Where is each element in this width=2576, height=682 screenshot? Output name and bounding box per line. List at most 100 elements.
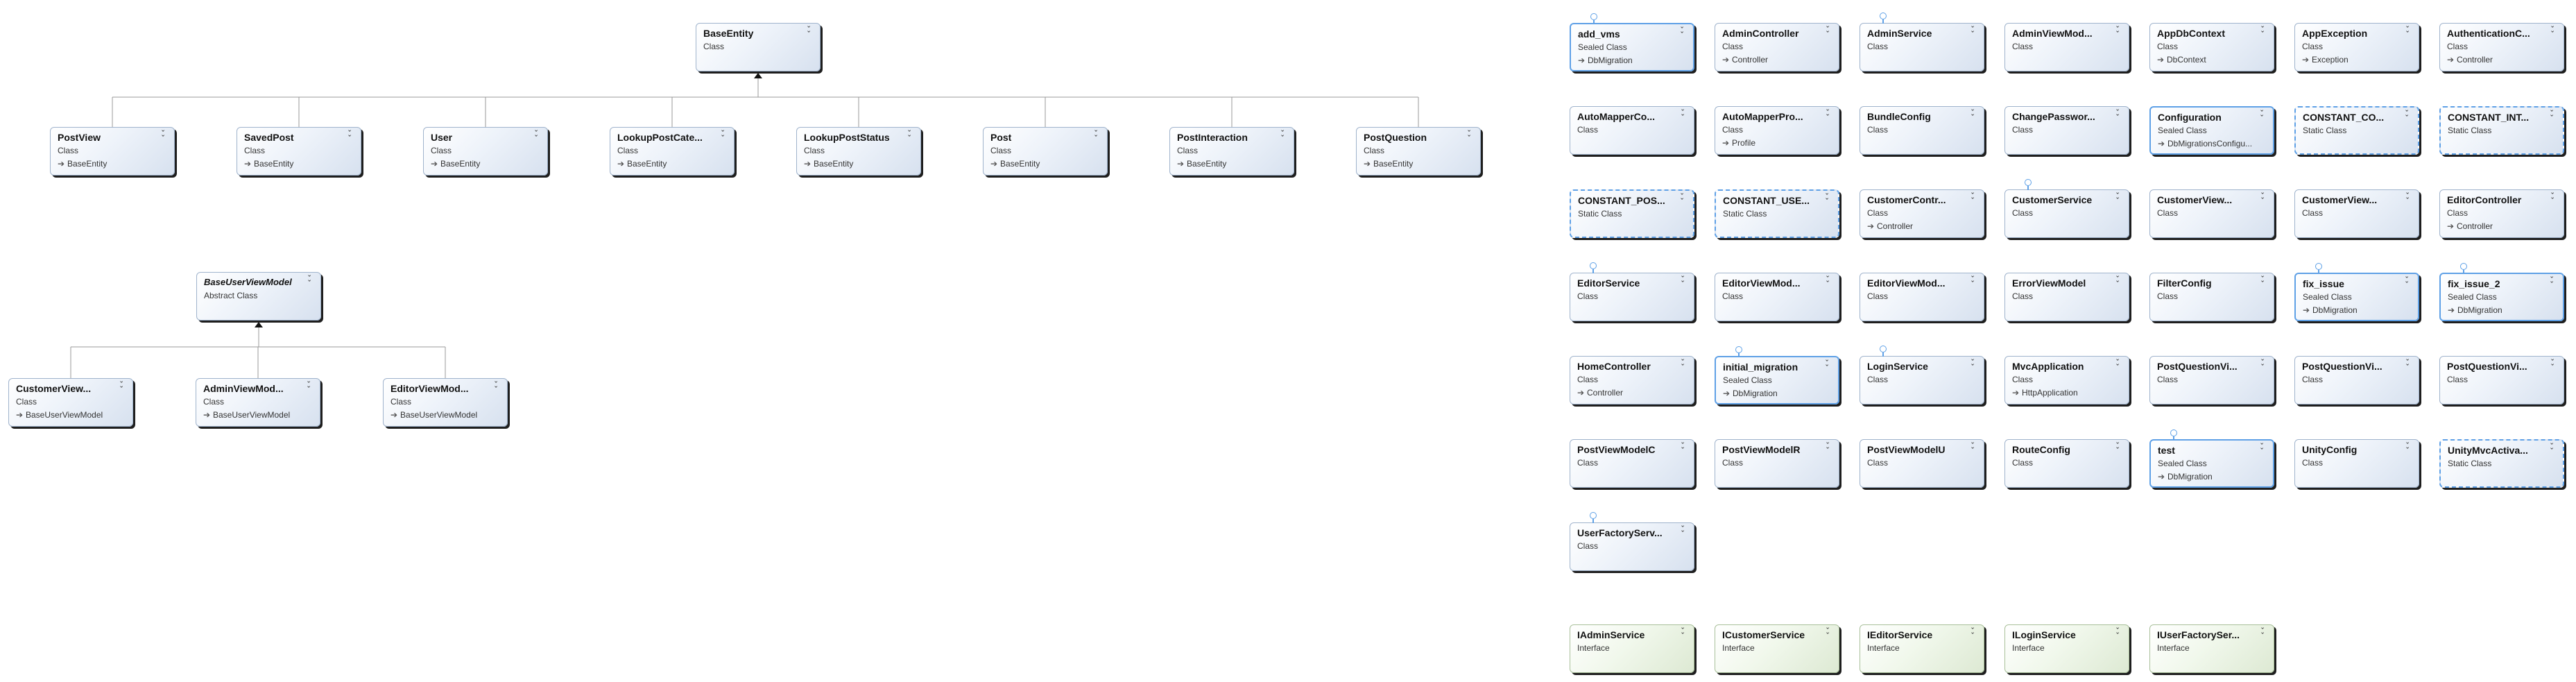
expand-chevron-icon[interactable]: ˇˇ — [1826, 26, 1829, 39]
expand-chevron-icon[interactable]: ˇˇ — [1094, 130, 1097, 143]
class-shape-postinteraction[interactable]: PostInteractionˇˇClass➔BaseEntity — [1169, 127, 1294, 176]
expand-chevron-icon[interactable]: ˇˇ — [2550, 443, 2553, 456]
class-shape-customercontr[interactable]: CustomerContr...ˇˇClass➔Controller — [1860, 189, 1984, 238]
class-shape-savedpost[interactable]: SavedPostˇˇClass➔BaseEntity — [237, 127, 361, 176]
class-shape-constant-use[interactable]: CONSTANT_USE...ˇˇStatic Class — [1715, 189, 1839, 238]
class-shape-adminservice[interactable]: AdminServiceˇˇClass — [1860, 12, 1984, 71]
class-shape-automapperco[interactable]: AutoMapperCo...ˇˇClass — [1570, 106, 1694, 155]
expand-chevron-icon[interactable]: ˇˇ — [348, 130, 351, 143]
expand-chevron-icon[interactable]: ˇˇ — [1971, 442, 1974, 455]
expand-chevron-icon[interactable]: ˇˇ — [1681, 193, 1683, 206]
expand-chevron-icon[interactable]: ˇˇ — [1971, 26, 1974, 39]
expand-chevron-icon[interactable]: ˇˇ — [1681, 275, 1684, 289]
class-shape-appdbcontext[interactable]: AppDbContextˇˇClass➔DbContext — [2149, 23, 2274, 71]
class-shape-automapperpro[interactable]: AutoMapperPro...ˇˇClass➔Profile — [1715, 106, 1839, 155]
expand-chevron-icon[interactable]: ˇˇ — [1826, 359, 1828, 373]
class-shape-postview[interactable]: PostViewˇˇClass➔BaseEntity — [50, 127, 175, 176]
interface-shape-icustomerservice[interactable]: ICustomerServiceˇˇInterface — [1715, 624, 1839, 673]
expand-chevron-icon[interactable]: ˇˇ — [535, 130, 538, 143]
class-shape-constant-int[interactable]: CONSTANT_INT...ˇˇStatic Class — [2439, 106, 2564, 155]
expand-chevron-icon[interactable]: ˇˇ — [308, 275, 311, 288]
class-shape-initial-migration[interactable]: initial_migrationˇˇSealed Class➔DbMigrat… — [1715, 346, 1839, 404]
class-shape-postquestionvi[interactable]: PostQuestionVi...ˇˇClass — [2294, 356, 2419, 404]
class-shape-postquestionvi[interactable]: PostQuestionVi...ˇˇClass — [2439, 356, 2564, 404]
class-shape-user[interactable]: UserˇˇClass➔BaseEntity — [423, 127, 548, 176]
class-shape-appexception[interactable]: AppExceptionˇˇClass➔Exception — [2294, 23, 2419, 71]
expand-chevron-icon[interactable]: ˇˇ — [2116, 627, 2119, 640]
expand-chevron-icon[interactable]: ˇˇ — [1826, 442, 1829, 455]
class-shape-changepasswor[interactable]: ChangePasswor...ˇˇClass — [2004, 106, 2129, 155]
expand-chevron-icon[interactable]: ˇˇ — [1826, 109, 1829, 122]
class-shape-loginservice[interactable]: LoginServiceˇˇClass — [1860, 346, 1984, 404]
expand-chevron-icon[interactable]: ˇˇ — [1681, 26, 1683, 40]
expand-chevron-icon[interactable]: ˇˇ — [1971, 627, 1974, 640]
class-shape-unityconfig[interactable]: UnityConfigˇˇClass — [2294, 439, 2419, 488]
class-shape-adminviewmod[interactable]: AdminViewMod...ˇˇClass➔BaseUserViewModel — [196, 378, 320, 427]
expand-chevron-icon[interactable]: ˇˇ — [2260, 110, 2263, 123]
expand-chevron-icon[interactable]: ˇˇ — [807, 26, 810, 39]
class-shape-authenticationc[interactable]: AuthenticationC...ˇˇClass➔Controller — [2439, 23, 2564, 71]
expand-chevron-icon[interactable]: ˇˇ — [2116, 442, 2119, 455]
class-shape-postviewmodelr[interactable]: PostViewModelRˇˇClass — [1715, 439, 1839, 488]
class-shape-filterconfig[interactable]: FilterConfigˇˇClass — [2149, 273, 2274, 321]
expand-chevron-icon[interactable]: ˇˇ — [1826, 193, 1828, 206]
class-shape-configuration[interactable]: ConfigurationˇˇSealed Class➔DbMigrations… — [2149, 106, 2274, 155]
class-shape-customerview[interactable]: CustomerView...ˇˇClass — [2294, 189, 2419, 238]
class-shape-post[interactable]: PostˇˇClass➔BaseEntity — [983, 127, 1108, 176]
class-shape-baseentity[interactable]: BaseEntityˇˇClass — [696, 23, 821, 71]
expand-chevron-icon[interactable]: ˇˇ — [1826, 627, 1829, 640]
expand-chevron-icon[interactable]: ˇˇ — [908, 130, 911, 143]
expand-chevron-icon[interactable]: ˇˇ — [1971, 192, 1974, 205]
expand-chevron-icon[interactable]: ˇˇ — [162, 130, 164, 143]
class-shape-test[interactable]: testˇˇSealed Class➔DbMigration — [2149, 429, 2274, 488]
expand-chevron-icon[interactable]: ˇˇ — [2261, 275, 2264, 289]
expand-chevron-icon[interactable]: ˇˇ — [1826, 275, 1829, 289]
class-shape-routeconfig[interactable]: RouteConfigˇˇClass — [2004, 439, 2129, 488]
expand-chevron-icon[interactable]: ˇˇ — [1281, 130, 1284, 143]
expand-chevron-icon[interactable]: ˇˇ — [2261, 192, 2264, 205]
class-shape-add-vms[interactable]: add_vmsˇˇSealed Class➔DbMigration — [1570, 13, 1694, 71]
expand-chevron-icon[interactable]: ˇˇ — [2550, 110, 2553, 123]
class-shape-constant-pos[interactable]: CONSTANT_POS...ˇˇStatic Class — [1570, 189, 1694, 238]
class-shape-postquestionvi[interactable]: PostQuestionVi...ˇˇClass — [2149, 356, 2274, 404]
expand-chevron-icon[interactable]: ˇˇ — [120, 381, 123, 394]
expand-chevron-icon[interactable]: ˇˇ — [1971, 109, 1974, 122]
class-shape-userfactoryserv[interactable]: UserFactoryServ...ˇˇClass — [1570, 512, 1694, 571]
expand-chevron-icon[interactable]: ˇˇ — [2261, 627, 2264, 640]
class-shape-errorviewmodel[interactable]: ErrorViewModelˇˇClass — [2004, 273, 2129, 321]
class-shape-editorviewmod[interactable]: EditorViewMod...ˇˇClass — [1860, 273, 1984, 321]
class-shape-bundleconfig[interactable]: BundleConfigˇˇClass — [1860, 106, 1984, 155]
expand-chevron-icon[interactable]: ˇˇ — [1971, 275, 1974, 289]
interface-shape-iloginservice[interactable]: ILoginServiceˇˇInterface — [2004, 624, 2129, 673]
class-shape-editorviewmod[interactable]: EditorViewMod...ˇˇClass — [1715, 273, 1839, 321]
expand-chevron-icon[interactable]: ˇˇ — [2406, 359, 2409, 372]
class-shape-baseuserviewmodel[interactable]: BaseUserViewModelˇˇAbstract Class — [196, 272, 321, 321]
class-shape-postviewmodelc[interactable]: PostViewModelCˇˇClass — [1570, 439, 1694, 488]
expand-chevron-icon[interactable]: ˇˇ — [2116, 192, 2119, 205]
expand-chevron-icon[interactable]: ˇˇ — [2551, 359, 2554, 372]
class-shape-lookuppoststatus[interactable]: LookupPostStatusˇˇClass➔BaseEntity — [796, 127, 921, 176]
interface-shape-iadminservice[interactable]: IAdminServiceˇˇInterface — [1570, 624, 1694, 673]
class-shape-postviewmodelu[interactable]: PostViewModelUˇˇClass — [1860, 439, 1984, 488]
expand-chevron-icon[interactable]: ˇˇ — [1971, 359, 1974, 372]
expand-chevron-icon[interactable]: ˇˇ — [1681, 627, 1684, 640]
interface-shape-iuserfactoryser[interactable]: IUserFactorySer...ˇˇInterface — [2149, 624, 2274, 673]
expand-chevron-icon[interactable]: ˇˇ — [2406, 442, 2409, 455]
expand-chevron-icon[interactable]: ˇˇ — [2116, 26, 2119, 39]
class-shape-fix-issue-2[interactable]: fix_issue_2ˇˇSealed Class➔DbMigration — [2439, 263, 2564, 321]
expand-chevron-icon[interactable]: ˇˇ — [1681, 525, 1684, 538]
class-shape-unitymvcactiva[interactable]: UnityMvcActiva...ˇˇStatic Class — [2439, 439, 2564, 488]
class-shape-adminviewmod[interactable]: AdminViewMod...ˇˇClass — [2004, 23, 2129, 71]
class-shape-customerview[interactable]: CustomerView...ˇˇClass➔BaseUserViewModel — [8, 378, 133, 427]
expand-chevron-icon[interactable]: ˇˇ — [2116, 275, 2119, 289]
expand-chevron-icon[interactable]: ˇˇ — [2406, 26, 2409, 39]
class-shape-admincontroller[interactable]: AdminControllerˇˇClass➔Controller — [1715, 23, 1839, 71]
expand-chevron-icon[interactable]: ˇˇ — [2405, 110, 2408, 123]
class-shape-homecontroller[interactable]: HomeControllerˇˇClass➔Controller — [1570, 356, 1694, 404]
interface-shape-ieditorservice[interactable]: IEditorServiceˇˇInterface — [1860, 624, 1984, 673]
expand-chevron-icon[interactable]: ˇˇ — [2116, 359, 2119, 372]
expand-chevron-icon[interactable]: ˇˇ — [2405, 276, 2408, 289]
expand-chevron-icon[interactable]: ˇˇ — [307, 381, 310, 394]
expand-chevron-icon[interactable]: ˇˇ — [1681, 442, 1684, 455]
expand-chevron-icon[interactable]: ˇˇ — [2261, 26, 2264, 39]
